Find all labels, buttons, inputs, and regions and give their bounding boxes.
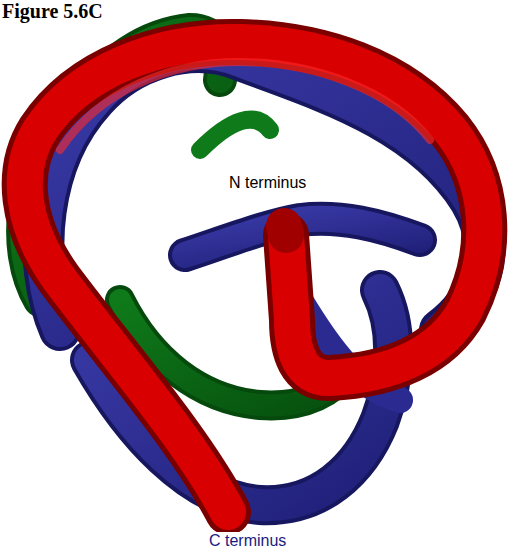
red-tube xyxy=(25,42,485,512)
terminus-label: C terminus xyxy=(207,532,288,550)
figure-title: Figure 5.6C xyxy=(2,0,103,23)
terminus-label: N terminus xyxy=(227,174,308,192)
